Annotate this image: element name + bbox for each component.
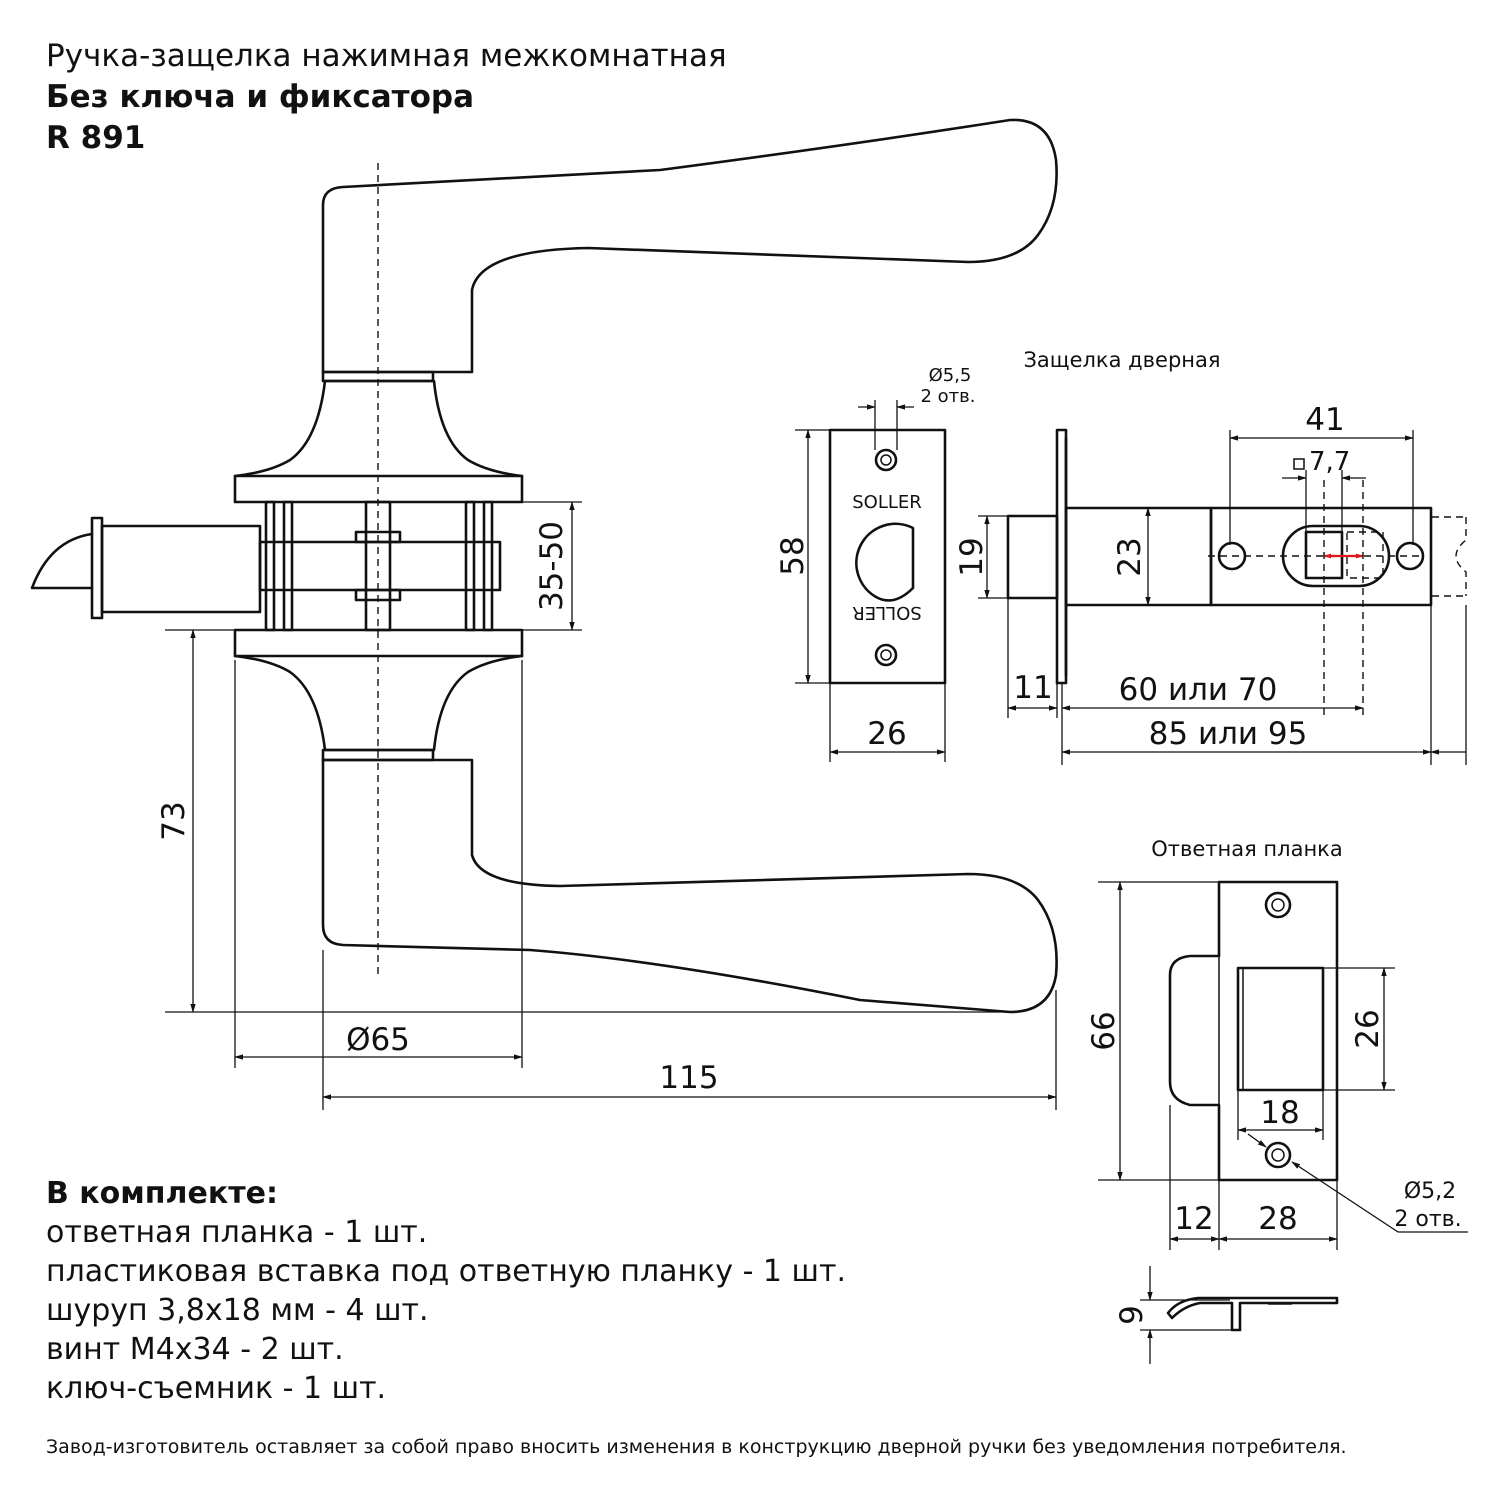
latch-faceplate-view: SOLLER SOLLER Ø5,5 2 отв. 58 26 [775, 365, 976, 762]
handle-dimensions: 35-50 73 Ø65 115 [156, 501, 1057, 1110]
door-thickness-label: 35-50 [534, 521, 570, 611]
product-variant-title: Без ключа и фиксатора [46, 79, 475, 115]
faceplate-height-label: 58 [775, 536, 811, 575]
brand-mark: SOLLER [852, 492, 922, 513]
faceplate-hole-dia-label: Ø5,5 [929, 365, 972, 386]
spindle-square-label: 7,7 [1309, 447, 1350, 477]
strike-section-title: Ответная планка [1151, 837, 1343, 861]
latch-tongue [30, 532, 94, 590]
faceplate-screw-hole-top [874, 448, 898, 472]
latch-bolt-height-label: 19 [954, 537, 990, 576]
latch-faceplate [828, 428, 947, 685]
strike-depth-label: 9 [1114, 1305, 1150, 1325]
kit-item: шуруп 3,8х18 мм - 4 шт. [46, 1293, 429, 1328]
strike-hole-dia-label: Ø5,2 [1404, 1179, 1456, 1204]
strike-lip-label: 12 [1174, 1201, 1213, 1237]
upper-lever [321, 118, 1058, 374]
kit-item: винт М4х34 - 2 шт. [46, 1332, 344, 1367]
lower-rosette-plate [233, 628, 524, 658]
latch-faceplate-edge [1055, 428, 1068, 685]
strike-screw-hole-top [1264, 891, 1292, 919]
strike-plate-front-view: 66 26 18 Ø5,2 2 отв. 12 28 [1086, 880, 1468, 1250]
kit-item: пластиковая вставка под ответную планку … [46, 1254, 847, 1289]
strike-hole-count-label: 2 отв. [1394, 1207, 1461, 1232]
faceplate-screw-hole-bottom [874, 643, 898, 667]
latch-bolt [1006, 514, 1059, 600]
manufacturer-disclaimer: Завод-изготовитель оставляет за собой пр… [46, 1436, 1347, 1458]
strike-plate-profile-view: 9 [1114, 1266, 1339, 1364]
latch-bolt-opening [855, 522, 915, 602]
lower-lever [321, 758, 1058, 1014]
strike-plate-outline [1168, 880, 1339, 1182]
handle-side-view [30, 118, 1058, 1014]
kit-item: ответная планка - 1 шт. [46, 1215, 428, 1250]
kit-item: ключ-съемник - 1 шт. [46, 1371, 387, 1406]
product-type-title: Ручка-защелка нажимная межкомнатная [46, 38, 727, 74]
latch-side-view: 41 7,7 19 23 11 60 или 70 85 или 95 [954, 402, 1467, 765]
backset-60-70-label: 60 или 70 [1119, 672, 1278, 708]
strike-opening-height-label: 26 [1350, 1009, 1386, 1048]
handle-length-label: 115 [659, 1060, 718, 1096]
strike-height-label: 66 [1086, 1011, 1122, 1050]
faceplate-hole-count-label: 2 отв. [920, 386, 975, 407]
faceplate-width-label: 26 [867, 716, 906, 752]
strike-opening [1236, 966, 1325, 1092]
rosette-dia-label: Ø65 [346, 1022, 410, 1058]
strike-width-label: 28 [1258, 1201, 1297, 1237]
latch-screw-hole-rear [1395, 541, 1425, 571]
latch-body-height-label: 23 [1112, 537, 1148, 576]
kit-heading: В комплекте: [46, 1176, 278, 1211]
screw-post-right [464, 500, 476, 632]
strike-opening-width-label: 18 [1260, 1095, 1299, 1131]
latch-bolt-length-label: 11 [1013, 670, 1052, 706]
latch-tube [100, 524, 262, 614]
latch-section-title: Защелка дверная [1023, 348, 1220, 372]
strike-screw-hole-bottom [1264, 1141, 1292, 1169]
latch-bar [258, 540, 502, 592]
backset-41-label: 41 [1305, 402, 1344, 438]
latch-faceplate-side [90, 516, 104, 620]
latch-length-label: 85 или 95 [1149, 716, 1308, 752]
brand-mark-inverted: SOLLER [852, 602, 922, 623]
strike-profile [1166, 1296, 1339, 1332]
square-symbol [1293, 458, 1305, 470]
product-model-code: R 891 [46, 120, 146, 156]
handle-height-label: 73 [156, 801, 192, 840]
screw-post-left [264, 500, 276, 632]
